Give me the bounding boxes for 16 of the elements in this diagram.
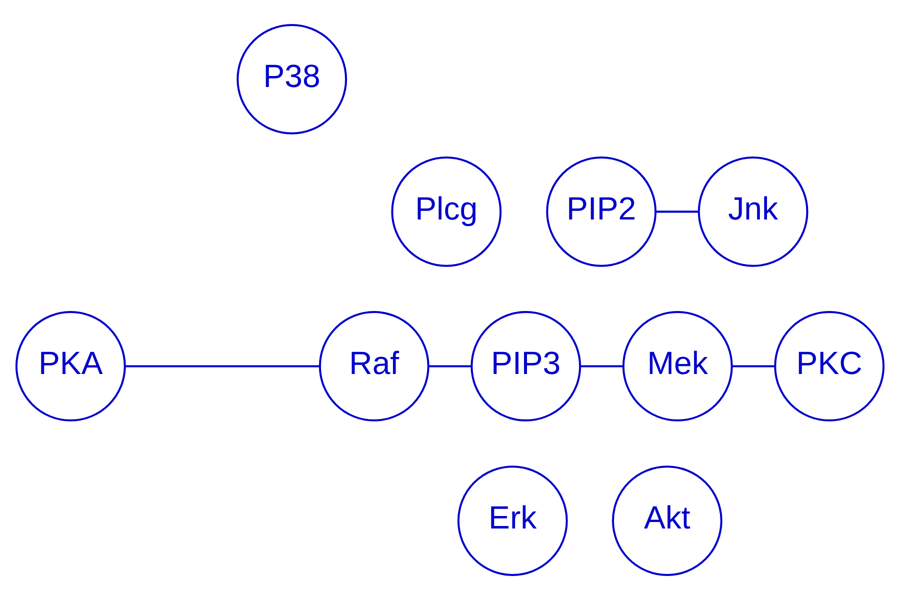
node-circle: PKA <box>15 311 126 422</box>
connector <box>732 365 775 368</box>
connector <box>428 365 472 368</box>
node-circle: P38 <box>236 24 348 134</box>
node-circle: PIP3 <box>470 311 582 422</box>
node-circle: PKC <box>774 311 885 422</box>
node-circle: Mek <box>622 311 733 422</box>
node-circle: Akt <box>612 466 722 576</box>
node-circle: Plcg <box>391 156 502 267</box>
connector <box>124 365 320 368</box>
node-circle: PIP2 <box>546 156 657 267</box>
connector <box>656 210 698 213</box>
node-circle: Jnk <box>698 156 808 267</box>
node-circle: Erk <box>457 466 568 576</box>
node-circle: Raf <box>318 311 430 422</box>
connector <box>580 365 623 368</box>
